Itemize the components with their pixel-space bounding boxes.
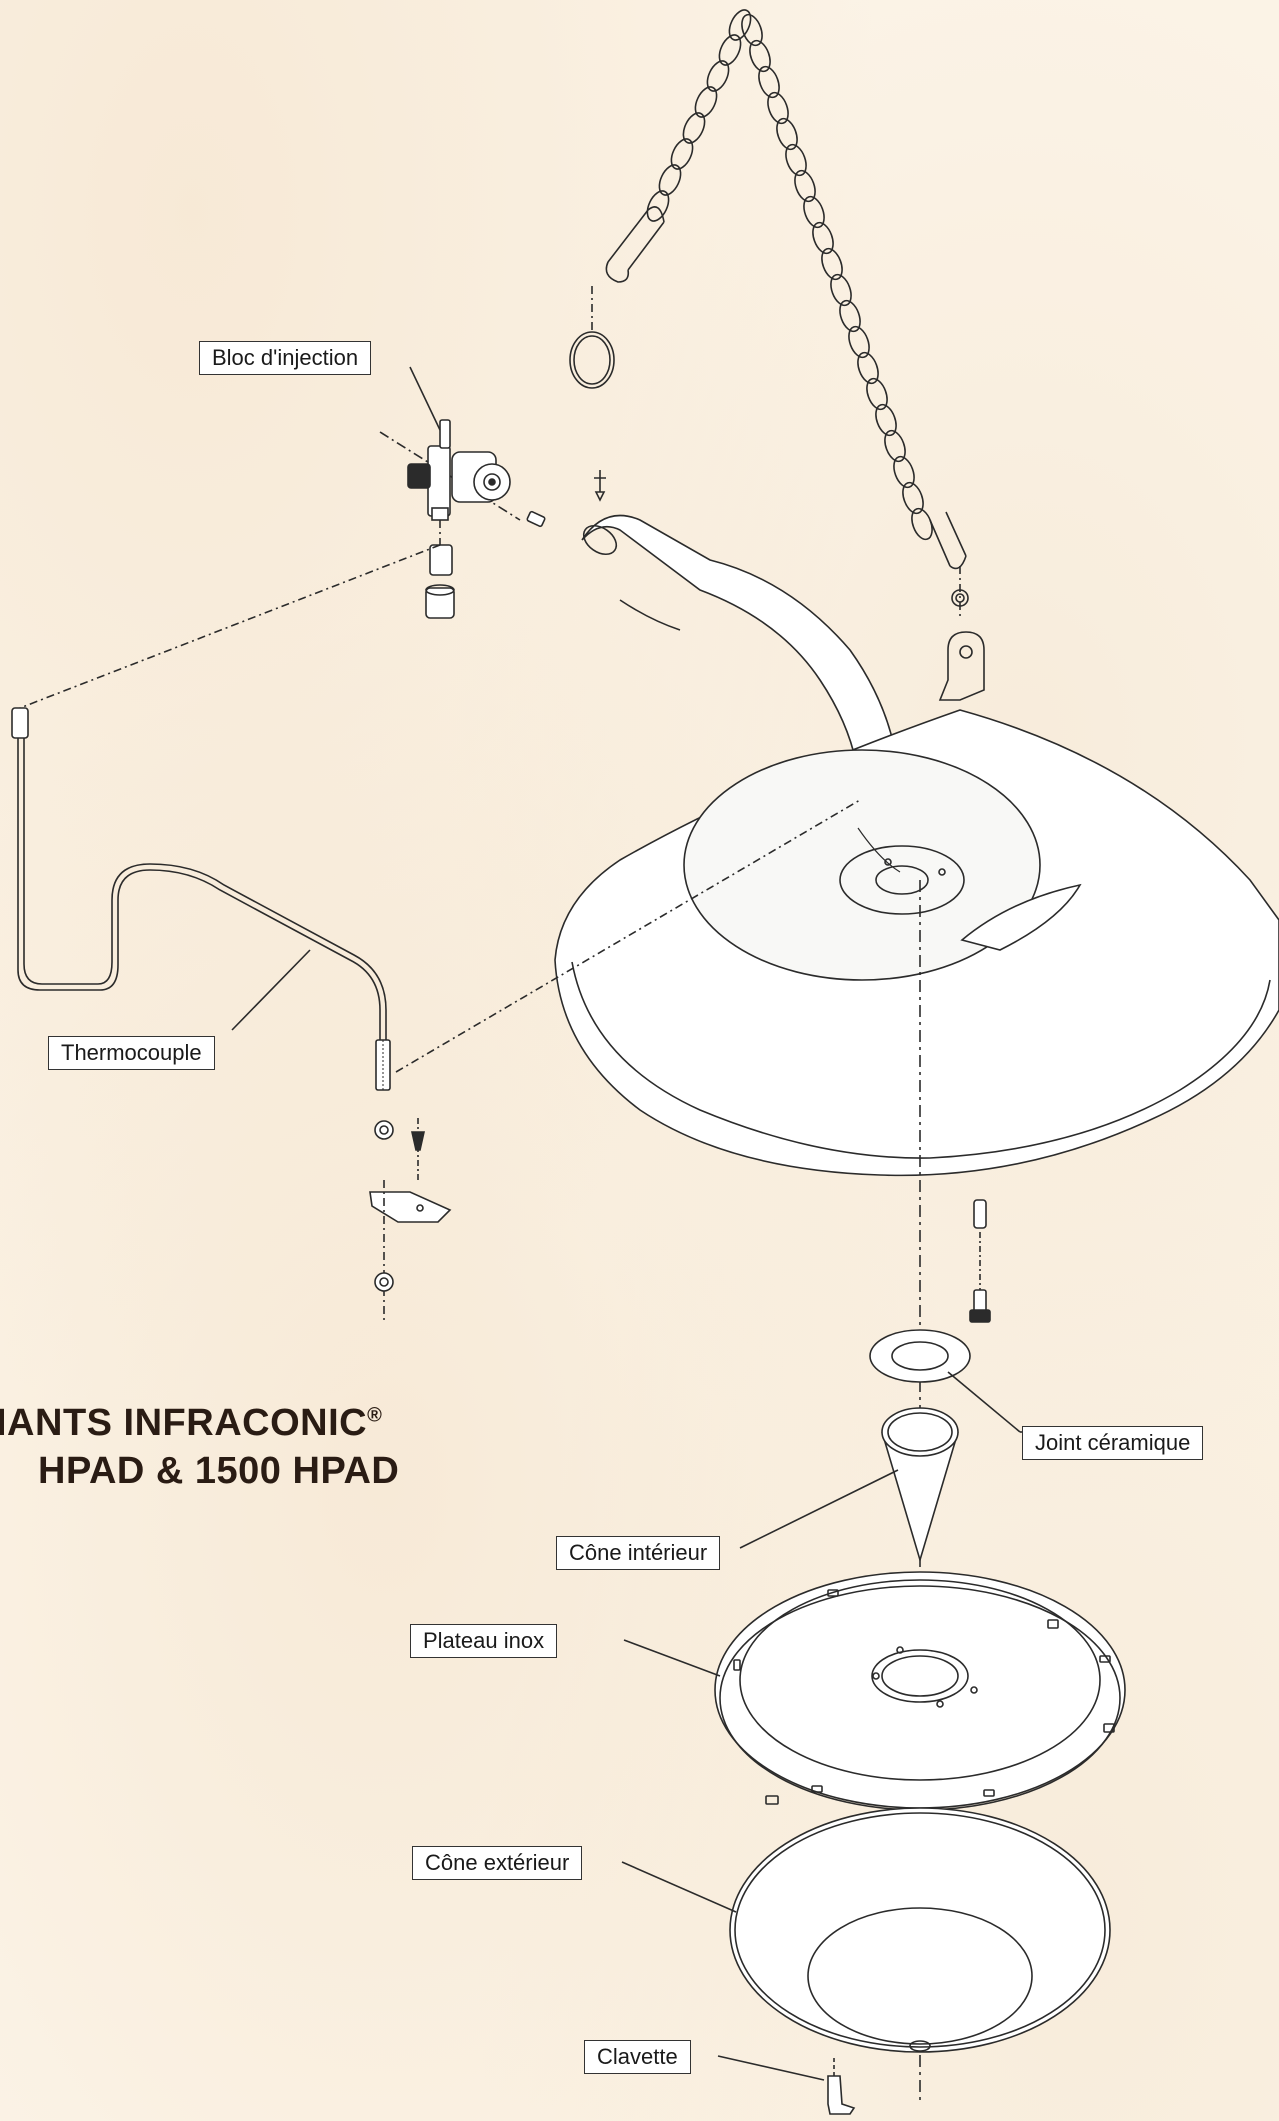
chain-right-strand [741,13,967,570]
outer-cone [621,1807,1111,2053]
hanger-bracket [938,566,985,701]
key-part [717,2055,856,2115]
injection-connection-line [19,544,441,709]
label-plateau-inox: Plateau inox [410,1624,558,1658]
page-title-text: IANTS INFRACONIC [0,1402,368,1444]
chain [569,9,967,570]
stainless-plate [623,1571,1126,1811]
chain-ring [569,331,615,389]
label-cone-interieur: Cône intérieur [556,1536,721,1570]
label-bloc-injection: Bloc d'injection [199,341,372,375]
label-clavette: Clavette [584,2040,691,2074]
page-title-line-2: HPAD & 1500 HPAD [38,1450,400,1492]
thermocouple-bracket-parts [369,1118,452,1320]
page-title-line-1: IANTS INFRACONIC® [0,1402,382,1445]
label-thermocouple: Thermocouple [48,1036,215,1070]
registered-mark: ® [367,1404,383,1427]
reflector-dome [554,709,1279,1177]
thermocouple-leader [231,949,311,1031]
thermocouple [11,707,861,1091]
label-cone-exterieur: Cône extérieur [412,1846,583,1880]
chain-left-strand [605,9,752,283]
label-joint-ceramique: Joint céramique [1022,1426,1204,1460]
inner-cone [739,1407,959,1563]
spacer-and-bolt [969,1199,991,1323]
ceramic-joint [869,1329,1034,1433]
injection-block [379,366,606,619]
